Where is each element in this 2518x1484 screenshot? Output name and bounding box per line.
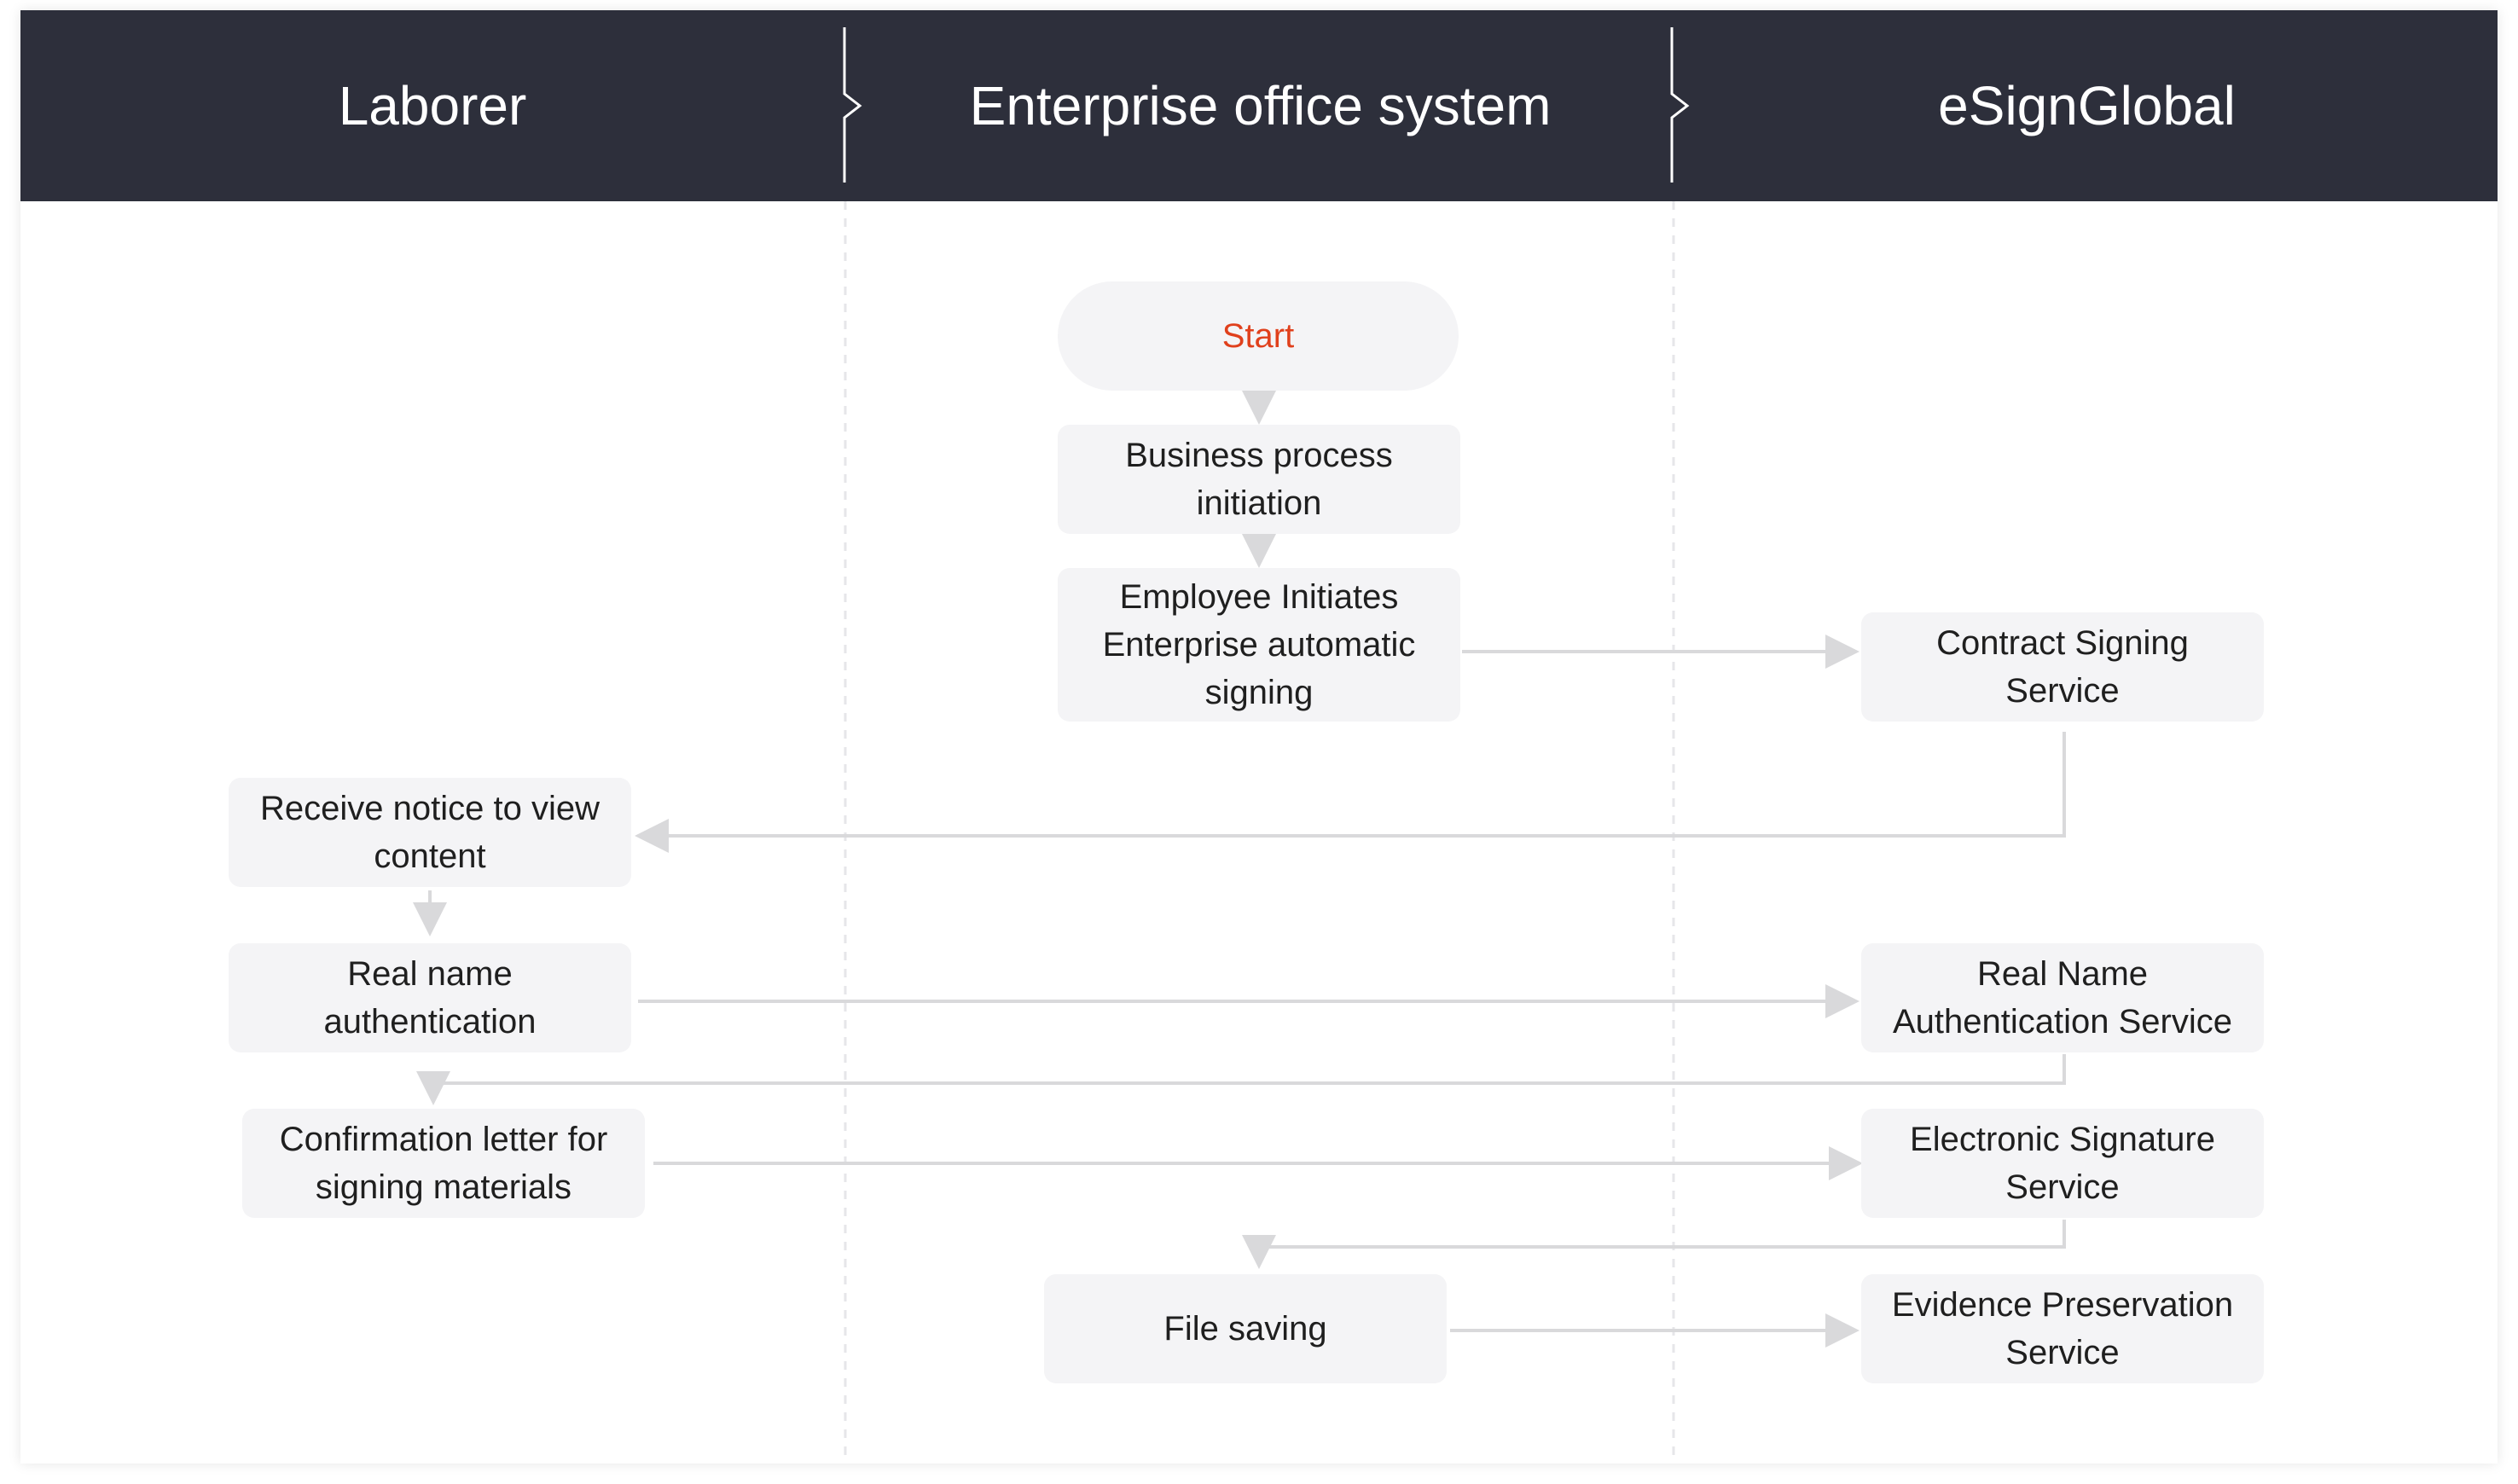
node-evidence-preservation-label: Evidence Preservation Service: [1891, 1286, 2234, 1371]
lane-title-enterprise: Enterprise office system: [969, 75, 1552, 136]
lane-title-esignglobal: eSignGlobal: [1938, 75, 2236, 136]
connector-esignature-to-filesaving: [1242, 1220, 2066, 1269]
start-label: Start: [1221, 316, 1295, 355]
node-electronic-signature-label: Electronic Signature Service: [1910, 1121, 2215, 1206]
node-employee-initiates-label: Employee Initiates Enterprise automatic …: [1102, 578, 1416, 711]
node-contract-signing-label: Contract Signing Service: [1936, 624, 2189, 710]
node-real-name-service-label: Real Name Authentication Service: [1892, 955, 2232, 1041]
node-evidence-preservation: Evidence Preservation Service: [1861, 1274, 2264, 1383]
node-business-process-label: Business process initiation: [1125, 437, 1393, 522]
lane-separator-1: [843, 27, 862, 183]
swimlane-header: [20, 10, 2498, 201]
node-receive-notice-label: Receive notice to view content: [260, 790, 600, 875]
node-confirmation-letter-label: Confirmation letter for signing material…: [279, 1121, 608, 1206]
start-node: Start: [1058, 281, 1459, 391]
node-real-name-authentication-label: Real name authentication: [323, 955, 537, 1041]
connector-contract-to-receive: [635, 732, 2066, 853]
lane-separator-2: [1670, 27, 1690, 183]
node-contract-signing: Contract Signing Service: [1861, 612, 2264, 722]
node-real-name-service: Real Name Authentication Service: [1861, 943, 2264, 1052]
node-receive-notice: Receive notice to view content: [229, 778, 631, 887]
node-business-process: Business process initiation: [1058, 425, 1460, 534]
node-file-saving: File saving: [1044, 1274, 1447, 1383]
node-real-name-authentication: Real name authentication: [229, 943, 631, 1052]
node-confirmation-letter: Confirmation letter for signing material…: [242, 1109, 645, 1218]
node-electronic-signature: Electronic Signature Service: [1861, 1109, 2264, 1218]
lane-title-laborer: Laborer: [338, 75, 527, 136]
connector-service-to-confirmation: [416, 1054, 2066, 1105]
node-file-saving-label: File saving: [1163, 1310, 1327, 1348]
node-employee-initiates: Employee Initiates Enterprise automatic …: [1058, 568, 1460, 722]
diagram-card: [20, 10, 2498, 1464]
